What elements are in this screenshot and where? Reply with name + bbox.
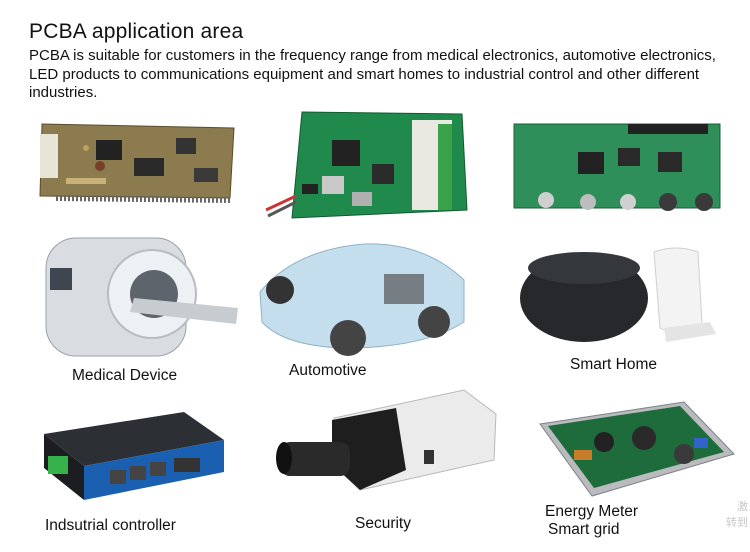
intro-paragraph: PCBA is suitable for customers in the fr… [29,47,716,101]
caption-industrial-controller: Indsutrial controller [45,517,176,534]
pcb-board-image-3 [513,123,721,211]
pcb-board-image-1 [39,123,235,203]
watermark-line-1: 激 [737,501,748,513]
power-supply-board-image [539,401,735,497]
caption-smart-home: Smart Home [570,356,657,373]
caption-medical-device: Medical Device [72,367,178,384]
caption-security: Security [355,515,411,532]
mri-scanner-image [45,237,238,357]
watermark-line-2: 转到 [726,517,748,529]
caption-energy-meter: Energy Meter [545,503,639,520]
pcb-board-image-2 [265,111,468,219]
industrial-switch-image [44,412,224,500]
caption-automotive: Automotive [289,362,367,379]
page-title: PCBA application area [29,20,244,43]
caption-smart-grid: Smart grid [548,521,620,538]
security-camera-image [276,389,497,491]
car-image [259,243,465,356]
smart-speaker-router-image [520,247,716,342]
